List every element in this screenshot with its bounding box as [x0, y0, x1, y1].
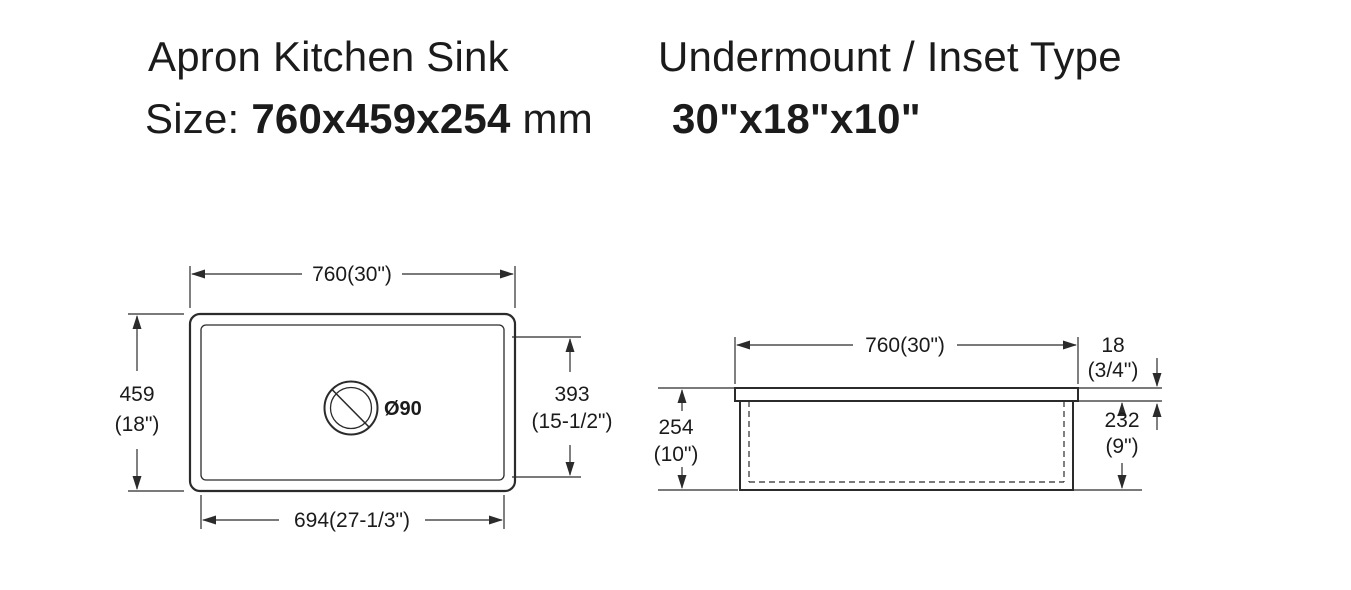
drain-symbol [323, 380, 379, 436]
top-view-depth-inches-label: (18") [115, 413, 160, 436]
overall-height-inches-label: (10") [654, 443, 699, 466]
side-view-height-dimension: 254 (10") [654, 389, 738, 491]
top-view-depth-dimension: 459 (18") [115, 313, 184, 492]
top-view-width-label: 760(30") [312, 263, 392, 286]
top-view-depth-label: 459 [119, 383, 154, 406]
size-mm-value: 760x459x254 [251, 95, 511, 142]
size-inches-value: 30"x18"x10" [672, 95, 921, 142]
hidden-bowl-lines [748, 401, 1065, 483]
top-view-basin-depth-label: 393 [554, 383, 589, 406]
side-view-width-dimension: 760(30") [734, 334, 1079, 384]
rim-thickness-label: 18 [1101, 334, 1124, 357]
mount-type-title: Undermount / Inset Type [658, 33, 1122, 80]
size-label: Size: [145, 95, 240, 142]
rim-thickness-inches-label: (3/4") [1088, 359, 1139, 382]
side-view-bowl-height-dimension: 232 (9") [1073, 402, 1142, 491]
side-view-width-label: 760(30") [865, 334, 945, 357]
bowl-height-inches-label: (9") [1105, 435, 1138, 458]
drain-diameter-label: Ø90 [384, 398, 422, 420]
size-mm-unit: mm [522, 95, 593, 142]
top-view-basin-depth-inches-label: (15-1/2") [532, 410, 613, 433]
size-line-mm: Size: 760x459x254 mm [145, 95, 593, 143]
side-view: 760(30") 18 (3/4") 254 (10") [654, 334, 1162, 491]
overall-height-label: 254 [658, 416, 693, 439]
top-view: Ø90 760(30") 459 [115, 263, 613, 532]
top-view-basin-width-label: 694(27-1/3") [294, 509, 410, 532]
top-view-width-dimension: 760(30") [189, 263, 516, 308]
top-view-outline [188, 312, 517, 493]
side-view-outline [658, 387, 1162, 491]
top-view-basin-width-dimension: 694(27-1/3") [200, 495, 505, 532]
side-view-rim-thickness-dimension: 18 (3/4") [1088, 334, 1162, 430]
bowl-height-label: 232 [1104, 409, 1139, 432]
product-title: Apron Kitchen Sink [148, 33, 509, 80]
top-view-basin-depth-dimension: 393 (15-1/2") [512, 336, 613, 478]
